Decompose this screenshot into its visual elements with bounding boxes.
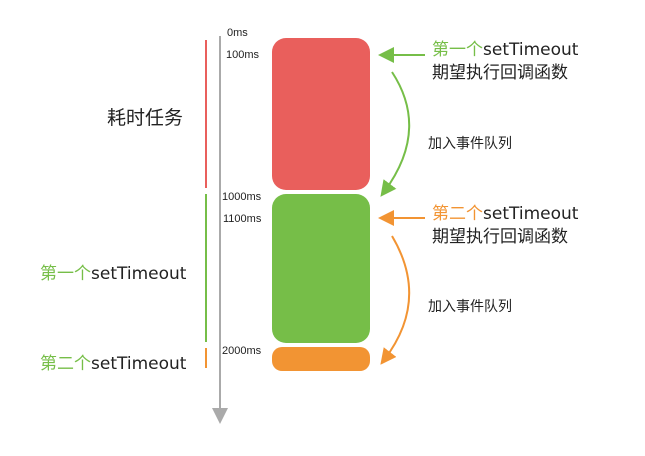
label-name: setTimeout bbox=[483, 40, 579, 60]
first-timeout-label: 第一个setTimeout bbox=[40, 259, 186, 284]
tick-label: 0ms bbox=[227, 27, 248, 39]
second-timeout-block bbox=[272, 347, 370, 371]
label-name: setTimeout bbox=[483, 204, 579, 224]
second-expect-desc: 期望执行回调函数 bbox=[432, 227, 568, 247]
first-timeout-block bbox=[272, 194, 370, 343]
second-expect-title: 第二个setTimeout bbox=[432, 199, 578, 224]
tick-label: 1100ms bbox=[223, 213, 262, 225]
long-task-label: 耗时任务 bbox=[107, 107, 184, 129]
long-task-block bbox=[272, 38, 370, 190]
first-expect-desc: 期望执行回调函数 bbox=[432, 63, 568, 83]
label-prefix: 第二个 bbox=[432, 204, 483, 224]
first-queue-label: 加入事件队列 bbox=[428, 136, 512, 152]
label-name: setTimeout bbox=[91, 264, 187, 284]
long-task-range bbox=[205, 40, 207, 188]
tick-label: 1000ms bbox=[222, 191, 262, 203]
tick-label: 100ms bbox=[226, 49, 260, 61]
second-timeout-label: 第二个setTimeout bbox=[40, 349, 186, 374]
first-timeout-range bbox=[205, 194, 207, 342]
second-timeout-range bbox=[205, 348, 207, 368]
first-expect-title: 第一个setTimeout bbox=[432, 35, 578, 60]
label-prefix: 第一个 bbox=[40, 264, 91, 284]
label-name: setTimeout bbox=[91, 354, 187, 374]
second-queue-label: 加入事件队列 bbox=[428, 299, 512, 315]
tick-label: 2000ms bbox=[222, 345, 262, 357]
first-queue-arrow bbox=[380, 71, 411, 197]
second-queue-arrow bbox=[380, 235, 411, 365]
label-prefix: 第二个 bbox=[40, 354, 91, 374]
label-prefix: 第一个 bbox=[432, 40, 483, 60]
